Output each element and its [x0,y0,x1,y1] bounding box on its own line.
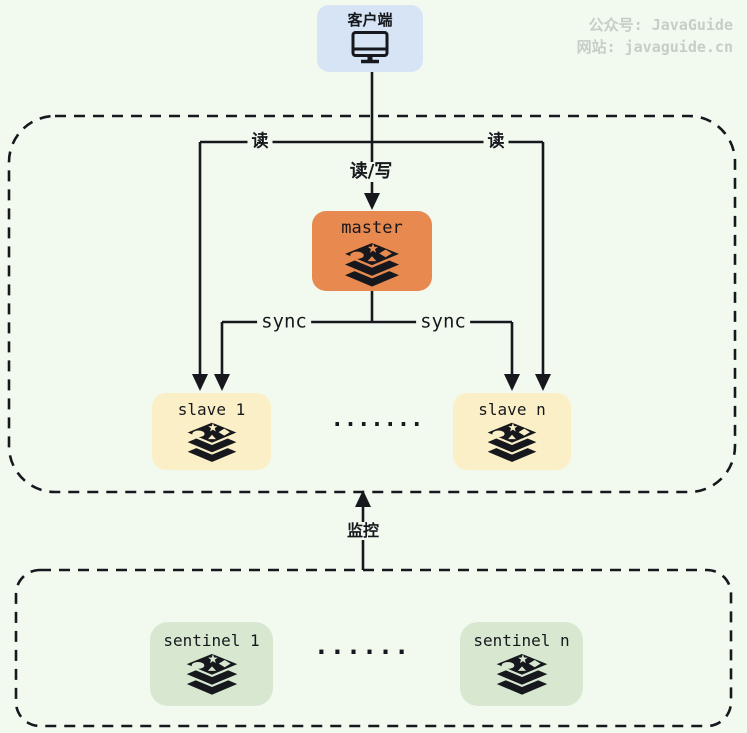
sentineln-node: sentinel n [460,622,583,706]
redis-icon [183,421,240,465]
replication-group-border [7,114,737,494]
arrow-sync-right [504,374,520,391]
label-read-write: 读/写 [345,162,397,182]
client-label: 客户端 [347,11,393,29]
sentinel-ellipsis: ······ [313,637,411,667]
master-node: master [312,211,432,291]
label-sync-right: sync [416,311,470,333]
slave1-node: slave 1 [152,393,271,470]
redis-icon [484,421,540,465]
label-read-left: 读 [247,132,273,152]
label-monitor: 监控 [342,522,384,540]
sentinel-group-border [14,568,733,728]
arrow-client-master [364,193,380,210]
arrow-read-right [535,374,551,391]
arrow-monitor [355,490,371,507]
arrow-read-left [192,374,208,391]
monitor-icon [351,31,389,64]
redis-icon [341,240,403,289]
sentineln-label: sentinel n [473,631,570,650]
client-node: 客户端 [317,5,423,72]
master-label: master [341,218,403,238]
sentinel1-node: sentinel 1 [150,622,273,706]
watermark: 公众号: JavaGuide 网站: javaguide.cn [577,14,733,58]
watermark-line1: 公众号: JavaGuide [588,16,733,34]
slaven-label: slave n [478,400,546,419]
label-read-right: 读 [483,132,509,152]
redis-icon [492,652,551,698]
slaven-node: slave n [453,393,571,470]
redis-icon [182,652,241,698]
slave1-label: slave 1 [177,400,246,419]
label-sync-left: sync [257,311,311,333]
slave-ellipsis: ······· [330,413,424,438]
watermark-line2: 网站: javaguide.cn [576,38,733,56]
sentinel1-label: sentinel 1 [163,631,260,650]
arrow-sync-left [214,374,230,391]
